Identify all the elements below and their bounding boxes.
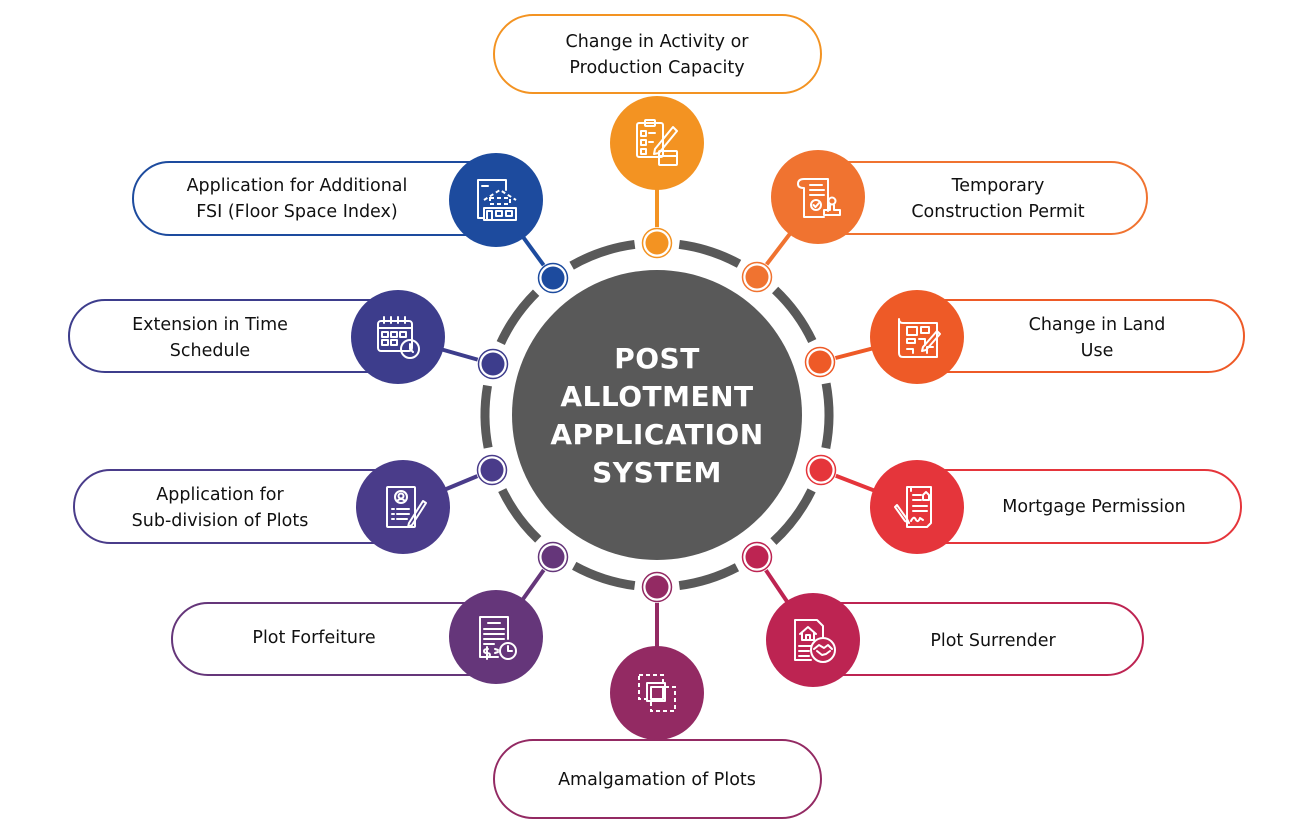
blueprint-icon	[898, 318, 941, 358]
icon-badge-circle	[449, 590, 543, 684]
pill-label-line: Plot Forfeiture	[252, 628, 375, 648]
pill-plot-surrender[interactable]: Plot Surrender	[784, 602, 1144, 676]
pill-outline	[493, 739, 822, 819]
pill-label: Change in Activity or Production Capacity	[566, 32, 750, 78]
pill-label-line: Construction Permit	[911, 202, 1084, 222]
ring-node	[476, 454, 508, 486]
ring-node	[641, 227, 673, 259]
ring-node	[804, 346, 836, 378]
icon-badge-circle	[870, 290, 964, 384]
pill-label: Plot Forfeiture	[252, 628, 375, 648]
icon-badge-change-in-activity	[610, 96, 704, 190]
ring-segment	[771, 286, 817, 344]
ring-node	[537, 262, 569, 294]
checklist-box-icon	[636, 119, 678, 166]
merge-squares-icon	[638, 674, 676, 712]
pill-change-in-activity[interactable]: Change in Activity or Production Capacity	[493, 14, 822, 94]
center-title-line: POST	[614, 342, 700, 375]
ring-node	[805, 454, 837, 486]
icon-layer	[351, 96, 964, 740]
pill-label-line: Amalgamation of Plots	[558, 770, 756, 790]
icon-badge-circle	[610, 96, 704, 190]
ring-node	[641, 571, 673, 603]
center-title: POST ALLOTMENT APPLICATION SYSTEM	[550, 342, 763, 489]
pill-plot-forfeiture[interactable]: Plot Forfeiture	[171, 602, 525, 676]
center-title-line: SYSTEM	[592, 456, 722, 489]
pill-amalgamation-of-plots[interactable]: Amalgamation of Plots	[493, 739, 822, 819]
center-title-line: ALLOTMENT	[560, 380, 753, 413]
ring-segment	[498, 488, 542, 543]
pill-layer: Change in Activity or Production Capacity…	[68, 14, 1245, 819]
property-handshake-icon	[794, 619, 836, 663]
ring-segment	[480, 384, 493, 449]
pill-label: Mortgage Permission	[1002, 497, 1186, 517]
icon-badge-circle	[356, 460, 450, 554]
icon-badge-additional-fsi	[449, 153, 543, 247]
icon-badge-circle	[771, 150, 865, 244]
pill-label: Plot Surrender	[930, 631, 1056, 651]
ring-node	[741, 541, 773, 573]
pill-label-line: Change in Land	[1029, 315, 1166, 335]
icon-badge-amalgamation-of-plots	[610, 646, 704, 740]
pill-label-line: Mortgage Permission	[1002, 497, 1186, 517]
building-plan-icon	[477, 179, 517, 221]
calendar-clock-icon	[377, 316, 420, 359]
icon-badge-sub-division-of-plots	[356, 460, 450, 554]
pill-label-line: Temporary	[951, 176, 1045, 196]
pill-label-line: Schedule	[170, 341, 250, 361]
ring-node	[477, 348, 509, 380]
pill-label-line: Application for Additional	[187, 176, 408, 196]
pill-label-line: Production Capacity	[569, 58, 744, 78]
ring-segment	[572, 561, 636, 591]
pill-outline	[493, 14, 822, 94]
icon-badge-extension-in-time-schedule	[351, 290, 445, 384]
pill-label-line: Change in Activity or	[566, 32, 750, 52]
ring-segment	[569, 239, 636, 270]
pill-label-line: Sub-division of Plots	[132, 511, 309, 531]
pill-label-line: Application for	[156, 485, 284, 505]
center-title-line: APPLICATION	[550, 418, 763, 451]
connector-layer	[397, 143, 918, 693]
hub-center: POST ALLOTMENT APPLICATION SYSTEM	[512, 270, 802, 560]
icon-badge-plot-forfeiture	[449, 590, 543, 684]
hub-ring	[480, 239, 834, 591]
ring-segment	[678, 239, 742, 268]
ring-node	[741, 261, 773, 293]
pill-label-line: Extension in Time	[132, 315, 288, 335]
permit-stamp-icon	[797, 178, 841, 218]
icon-badge-plot-surrender	[766, 593, 860, 687]
icon-badge-circle	[449, 153, 543, 247]
ring-segment	[821, 382, 834, 449]
pill-label-line: Plot Surrender	[930, 631, 1056, 651]
icon-badge-mortgage-permission	[870, 460, 964, 554]
icon-badge-change-in-land-use	[870, 290, 964, 384]
pill-mortgage-permission[interactable]: Mortgage Permission	[889, 469, 1242, 544]
icon-badge-circle	[610, 646, 704, 740]
ring-segment	[678, 563, 740, 591]
ring-segment	[770, 488, 816, 545]
invoice-clock-icon	[479, 616, 517, 660]
ring-segment	[496, 289, 540, 346]
pill-label: Amalgamation of Plots	[558, 770, 756, 790]
profile-form-icon	[386, 486, 427, 528]
mortgage-document-icon	[894, 486, 932, 528]
icon-badge-temporary-construction-permit	[771, 150, 865, 244]
center-disc	[512, 270, 802, 560]
pill-label-line: Use	[1081, 341, 1114, 361]
pill-label-line: FSI (Floor Space Index)	[196, 202, 397, 222]
ring-node	[537, 541, 569, 573]
